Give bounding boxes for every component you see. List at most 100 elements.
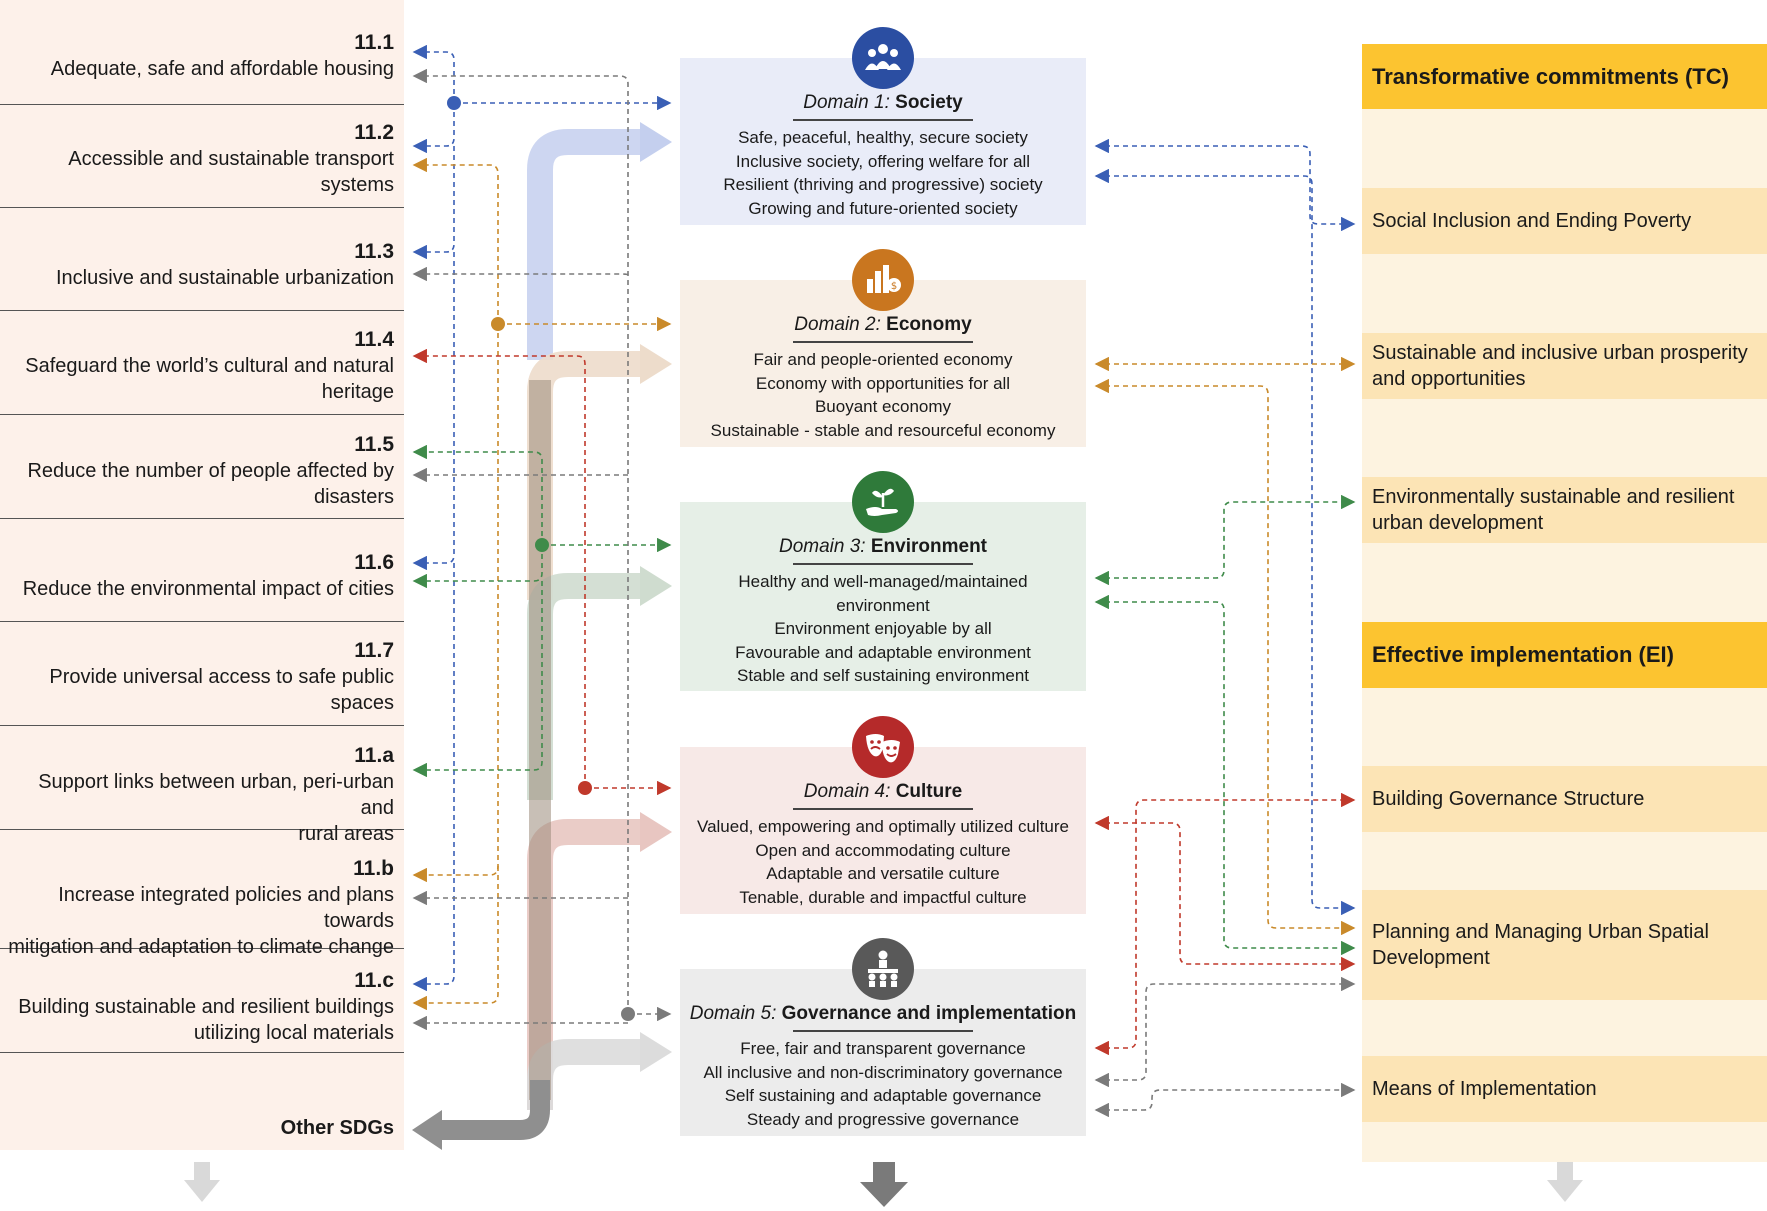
tc-item-environment: Environmentally sustainable and resilien… (1362, 477, 1767, 543)
theater-masks-icon (852, 716, 914, 778)
link-environment-to-11-5 (412, 444, 543, 545)
domain-prefix: Domain 3: (778, 536, 866, 557)
target-text: Provide universal access to safe public (49, 666, 394, 688)
tc-item-text: Social Inclusion and Ending Poverty (1372, 210, 1692, 232)
flow-arrowhead-other-sdgs (412, 1110, 442, 1150)
domain-underline (793, 563, 973, 565)
bar-chart-coin-icon: $ (852, 249, 914, 311)
culture-junction (578, 781, 592, 795)
sdg-targets-panel: 11.1 Adequate, safe and affordable housi… (0, 0, 404, 1150)
link-economy-to-11-2 (412, 157, 499, 324)
target-text: Inclusive and sustainable urbanization (56, 267, 394, 289)
governance-junction (621, 1007, 635, 1021)
target-number: 11.3 (354, 240, 394, 263)
tc-item-social-inclusion: Social Inclusion and Ending Poverty (1362, 188, 1767, 254)
link-society-to-11-c (412, 563, 455, 992)
domain-item: Resilient (thriving and progressive) soc… (723, 175, 1043, 194)
ei-item-governance-structure: Building Governance Structure (1362, 766, 1767, 832)
plant-in-hand-icon (852, 471, 914, 533)
link-environment-to-tc (1094, 494, 1356, 586)
governance-links (412, 68, 1356, 1118)
domain-item: Adaptable and versatile culture (766, 864, 1000, 883)
link-governance-to-spatial (1094, 976, 1356, 1088)
link-governance-to-11-1 (412, 68, 629, 1014)
target-11-c: 11.c Building sustainable and resilient … (0, 950, 404, 1053)
link-culture-to-spatial (1094, 815, 1356, 972)
flow-bands (412, 122, 672, 1150)
domain-items: Free, fair and transparent governance Al… (680, 1037, 1086, 1131)
domain-item: Stable and self sustaining environment (736, 666, 1029, 685)
target-number: 11.6 (354, 551, 394, 574)
link-society-to-11-6 (412, 252, 455, 571)
domain-item: All inclusive and non-discriminatory gov… (703, 1062, 1063, 1082)
link-governance-to-means (1094, 1082, 1356, 1118)
domain-item: Buoyant economy (814, 397, 952, 416)
link-environment-to-spatial (1094, 594, 1356, 956)
tc-header: Transformative commitments (TC) (1362, 44, 1767, 109)
people-icon (852, 27, 914, 89)
domain-prefix: Domain 5: (689, 1003, 777, 1024)
domain-title: Domain 2: Economy (680, 314, 1086, 336)
svg-text:$: $ (891, 281, 897, 292)
domain-item: Healthy and well-managed/maintained (738, 572, 1028, 591)
domain-title: Domain 4: Culture (680, 781, 1086, 803)
target-text: mitigation and adaptation to climate cha… (8, 936, 394, 958)
flow-arrowhead-economy (640, 344, 672, 384)
target-number: 11.1 (354, 31, 394, 54)
target-text: Reduce the number of people affected by (27, 460, 394, 482)
domain-prefix: Domain 1: (803, 92, 890, 113)
domain-name: Environment (870, 536, 987, 557)
ei-header-text: Effective implementation (EI) (1372, 642, 1674, 667)
domain-name: Society (895, 92, 963, 113)
ei-item-text: Planning and Managing Urban Spatial (1372, 921, 1709, 943)
tc-item-text: Environmentally sustainable and resilien… (1372, 486, 1735, 508)
target-text: utilizing local materials (193, 1022, 394, 1044)
target-11-4: 11.4 Safeguard the world’s cultural and … (0, 312, 404, 415)
domain-environment: Domain 3: Environment Healthy and well-m… (680, 502, 1086, 691)
domain-item: Free, fair and transparent governance (740, 1039, 1026, 1058)
domain-title: Domain 3: Environment (680, 536, 1086, 558)
domain-item: Self sustaining and adaptable governance (724, 1086, 1042, 1105)
target-11-1: 11.1 Adequate, safe and affordable housi… (0, 30, 404, 105)
target-text: spaces (330, 692, 394, 714)
target-11-a: 11.a Support links between urban, peri-u… (0, 727, 404, 845)
target-text: Reduce the environmental impact of citie… (22, 578, 394, 600)
flow-band-governance (527, 1039, 640, 1110)
link-culture-to-governance-structure (1094, 792, 1356, 1056)
flow-arrowhead-culture (640, 812, 672, 852)
target-11-7: 11.7 Provide universal access to safe pu… (0, 623, 404, 726)
target-number: 11.5 (354, 433, 394, 456)
domain-items: Fair and people-oriented economy Economy… (680, 348, 1086, 442)
target-number: 11.a (354, 744, 394, 767)
domain-item: Valued, empowering and optimally utilize… (697, 817, 1069, 836)
link-culture-to-11-4 (412, 348, 586, 788)
economy-junction (491, 317, 505, 331)
target-number: 11.c (354, 969, 394, 992)
target-text: Building sustainable and resilient build… (18, 996, 394, 1018)
domain-prefix: Domain 2: (794, 314, 881, 335)
target-number: 11.7 (354, 639, 394, 662)
link-society-to-tc (1094, 138, 1356, 232)
target-text: systems (320, 174, 394, 196)
link-governance-to-11-3 (412, 266, 629, 282)
other-sdgs-label: Other SDGs (280, 1117, 394, 1139)
target-text: Adequate, safe and affordable housing (50, 58, 394, 80)
target-11-3: 11.3 Inclusive and sustainable urbanizat… (0, 209, 404, 311)
domain-item: Growing and future-oriented society (748, 198, 1018, 218)
target-text: disasters (313, 486, 394, 508)
domain-underline (793, 341, 973, 343)
domain-economy: Domain 2: Economy Fair and people-orient… (680, 280, 1086, 447)
link-environment-to-11-6 (412, 545, 543, 589)
target-11-6: 11.6 Reduce the environmental impact of … (0, 520, 404, 622)
link-environment-to-11-a (412, 581, 543, 778)
bottom-arrows (184, 1162, 1583, 1207)
flow-band-society (527, 129, 640, 360)
target-11-b: 11.b Increase integrated policies and pl… (0, 831, 404, 958)
domain-items: Valued, empowering and optimally utilize… (680, 815, 1086, 909)
link-society-to-11-2 (412, 103, 455, 154)
flow-band-environment (527, 573, 640, 800)
ei-item-means: Means of Implementation (1362, 1056, 1767, 1122)
target-number: 11.4 (354, 328, 394, 351)
target-text: Increase integrated policies and plans t… (58, 884, 394, 932)
